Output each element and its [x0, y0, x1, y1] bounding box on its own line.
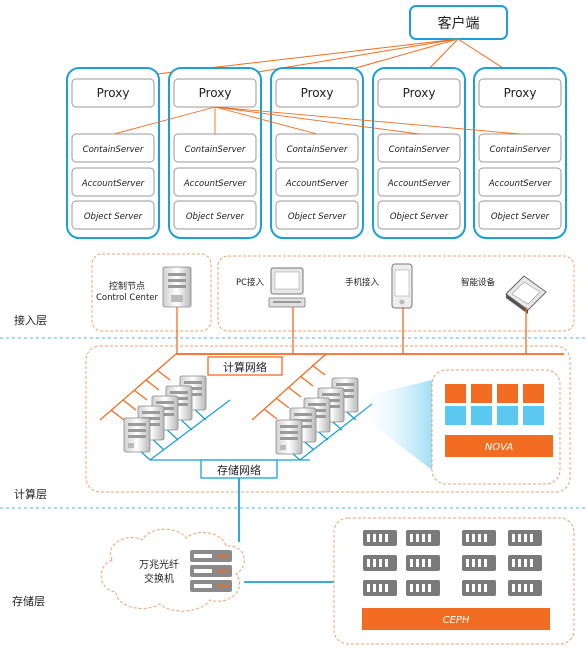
- account-server-box: AccountServer: [71, 167, 155, 197]
- network-switch-icon: [190, 550, 232, 592]
- mobile-access-label: 手机接入: [345, 277, 380, 288]
- compute-servers-right: [275, 377, 359, 455]
- object-server-label: Object Server: [186, 212, 245, 222]
- compute-left-orange-mesh: [99, 353, 240, 421]
- contain-server-box: ContainServer: [173, 133, 257, 163]
- access-layer-label: 接入层: [14, 314, 47, 327]
- compute-right-orange-mesh: [251, 353, 327, 421]
- storage-network-label: 存储网络: [217, 463, 261, 477]
- account-server-label: AccountServer: [183, 179, 247, 189]
- account-server-box: AccountServer: [377, 167, 461, 197]
- object-server-box: Object Server: [275, 200, 359, 230]
- desktop-computer-icon: [268, 267, 306, 308]
- object-server-label: Object Server: [84, 212, 143, 222]
- contain-server-box: ContainServer: [71, 133, 155, 163]
- object-server-box: Object Server: [377, 200, 461, 230]
- contain-server-box: ContainServer: [275, 133, 359, 163]
- object-server-box: Object Server: [478, 200, 562, 230]
- pc-access: PC接入: [236, 267, 306, 308]
- client-node: 客户端: [409, 5, 508, 40]
- ceph-label: CEPH: [443, 615, 470, 626]
- contain-server-label: ContainServer: [185, 145, 246, 155]
- contain-server-label: ContainServer: [389, 145, 450, 155]
- compute-network-tag: 计算网络: [207, 356, 283, 376]
- proxy-box: Proxy: [377, 78, 461, 108]
- client-label: 客户端: [438, 15, 480, 32]
- mobile-phone-icon: [391, 263, 413, 309]
- account-server-box: AccountServer: [275, 167, 359, 197]
- proxy-label: Proxy: [301, 86, 334, 100]
- contain-server-box: ContainServer: [478, 133, 562, 163]
- control-node-box: [91, 253, 212, 332]
- proxy-label: Proxy: [504, 86, 537, 100]
- compute-layer-label: 计算层: [14, 487, 47, 501]
- switch-label-line1: 万兆光纤: [139, 558, 179, 571]
- proxy-box: Proxy: [275, 78, 359, 108]
- proxy-label: Proxy: [97, 86, 130, 100]
- contain-server-label: ContainServer: [287, 145, 348, 155]
- account-server-label: AccountServer: [285, 179, 349, 189]
- ceph-cluster: CEPH: [333, 517, 575, 645]
- proxy-label: Proxy: [199, 86, 232, 100]
- access-devices-box: [217, 255, 575, 332]
- scanner-device-icon: [505, 275, 547, 314]
- object-server-label: Object Server: [390, 212, 449, 222]
- compute-zone: [85, 345, 571, 493]
- account-server-box: AccountServer: [478, 167, 562, 197]
- account-server-label: AccountServer: [387, 179, 451, 189]
- switch-label-line2: 交换机: [144, 572, 174, 585]
- proxy-box: Proxy: [173, 78, 257, 108]
- proxy-box: Proxy: [478, 78, 562, 108]
- account-server-box: AccountServer: [173, 167, 257, 197]
- storage-network-tag: 存储网络: [200, 459, 278, 479]
- control-node-label-en: Control Center: [96, 293, 159, 303]
- fiber-switch-cloud: 万兆光纤 交换机: [100, 528, 245, 612]
- control-center-node: 控制节点 Control Center: [96, 266, 192, 308]
- mobile-access: 手机接入: [345, 263, 413, 309]
- compute-servers-left: [123, 375, 207, 453]
- pc-access-label: PC接入: [236, 277, 265, 288]
- smart-device-access: 智能设备: [461, 275, 547, 314]
- object-server-box: Object Server: [71, 200, 155, 230]
- object-server-label: Object Server: [491, 212, 550, 222]
- object-server-box: Object Server: [173, 200, 257, 230]
- proxy-label: Proxy: [403, 86, 436, 100]
- proxy-box: Proxy: [71, 78, 155, 108]
- object-server-label: Object Server: [288, 212, 347, 222]
- smart-device-label: 智能设备: [461, 277, 496, 288]
- proxy-fanout-links: [113, 106, 521, 135]
- contain-server-box: ContainServer: [377, 133, 461, 163]
- storage-layer-label: 存储层: [12, 594, 45, 608]
- nova-projection-beam: [356, 380, 432, 470]
- account-server-label: AccountServer: [488, 179, 552, 189]
- control-node-label-cn: 控制节点: [109, 280, 145, 292]
- compute-network-label: 计算网络: [223, 360, 267, 374]
- account-server-label: AccountServer: [81, 179, 145, 189]
- nova-node: NOVA: [431, 369, 561, 485]
- nova-label: NOVA: [485, 442, 514, 453]
- server-tower-icon: [162, 266, 192, 308]
- contain-server-label: ContainServer: [83, 145, 144, 155]
- contain-server-label: ContainServer: [490, 145, 551, 155]
